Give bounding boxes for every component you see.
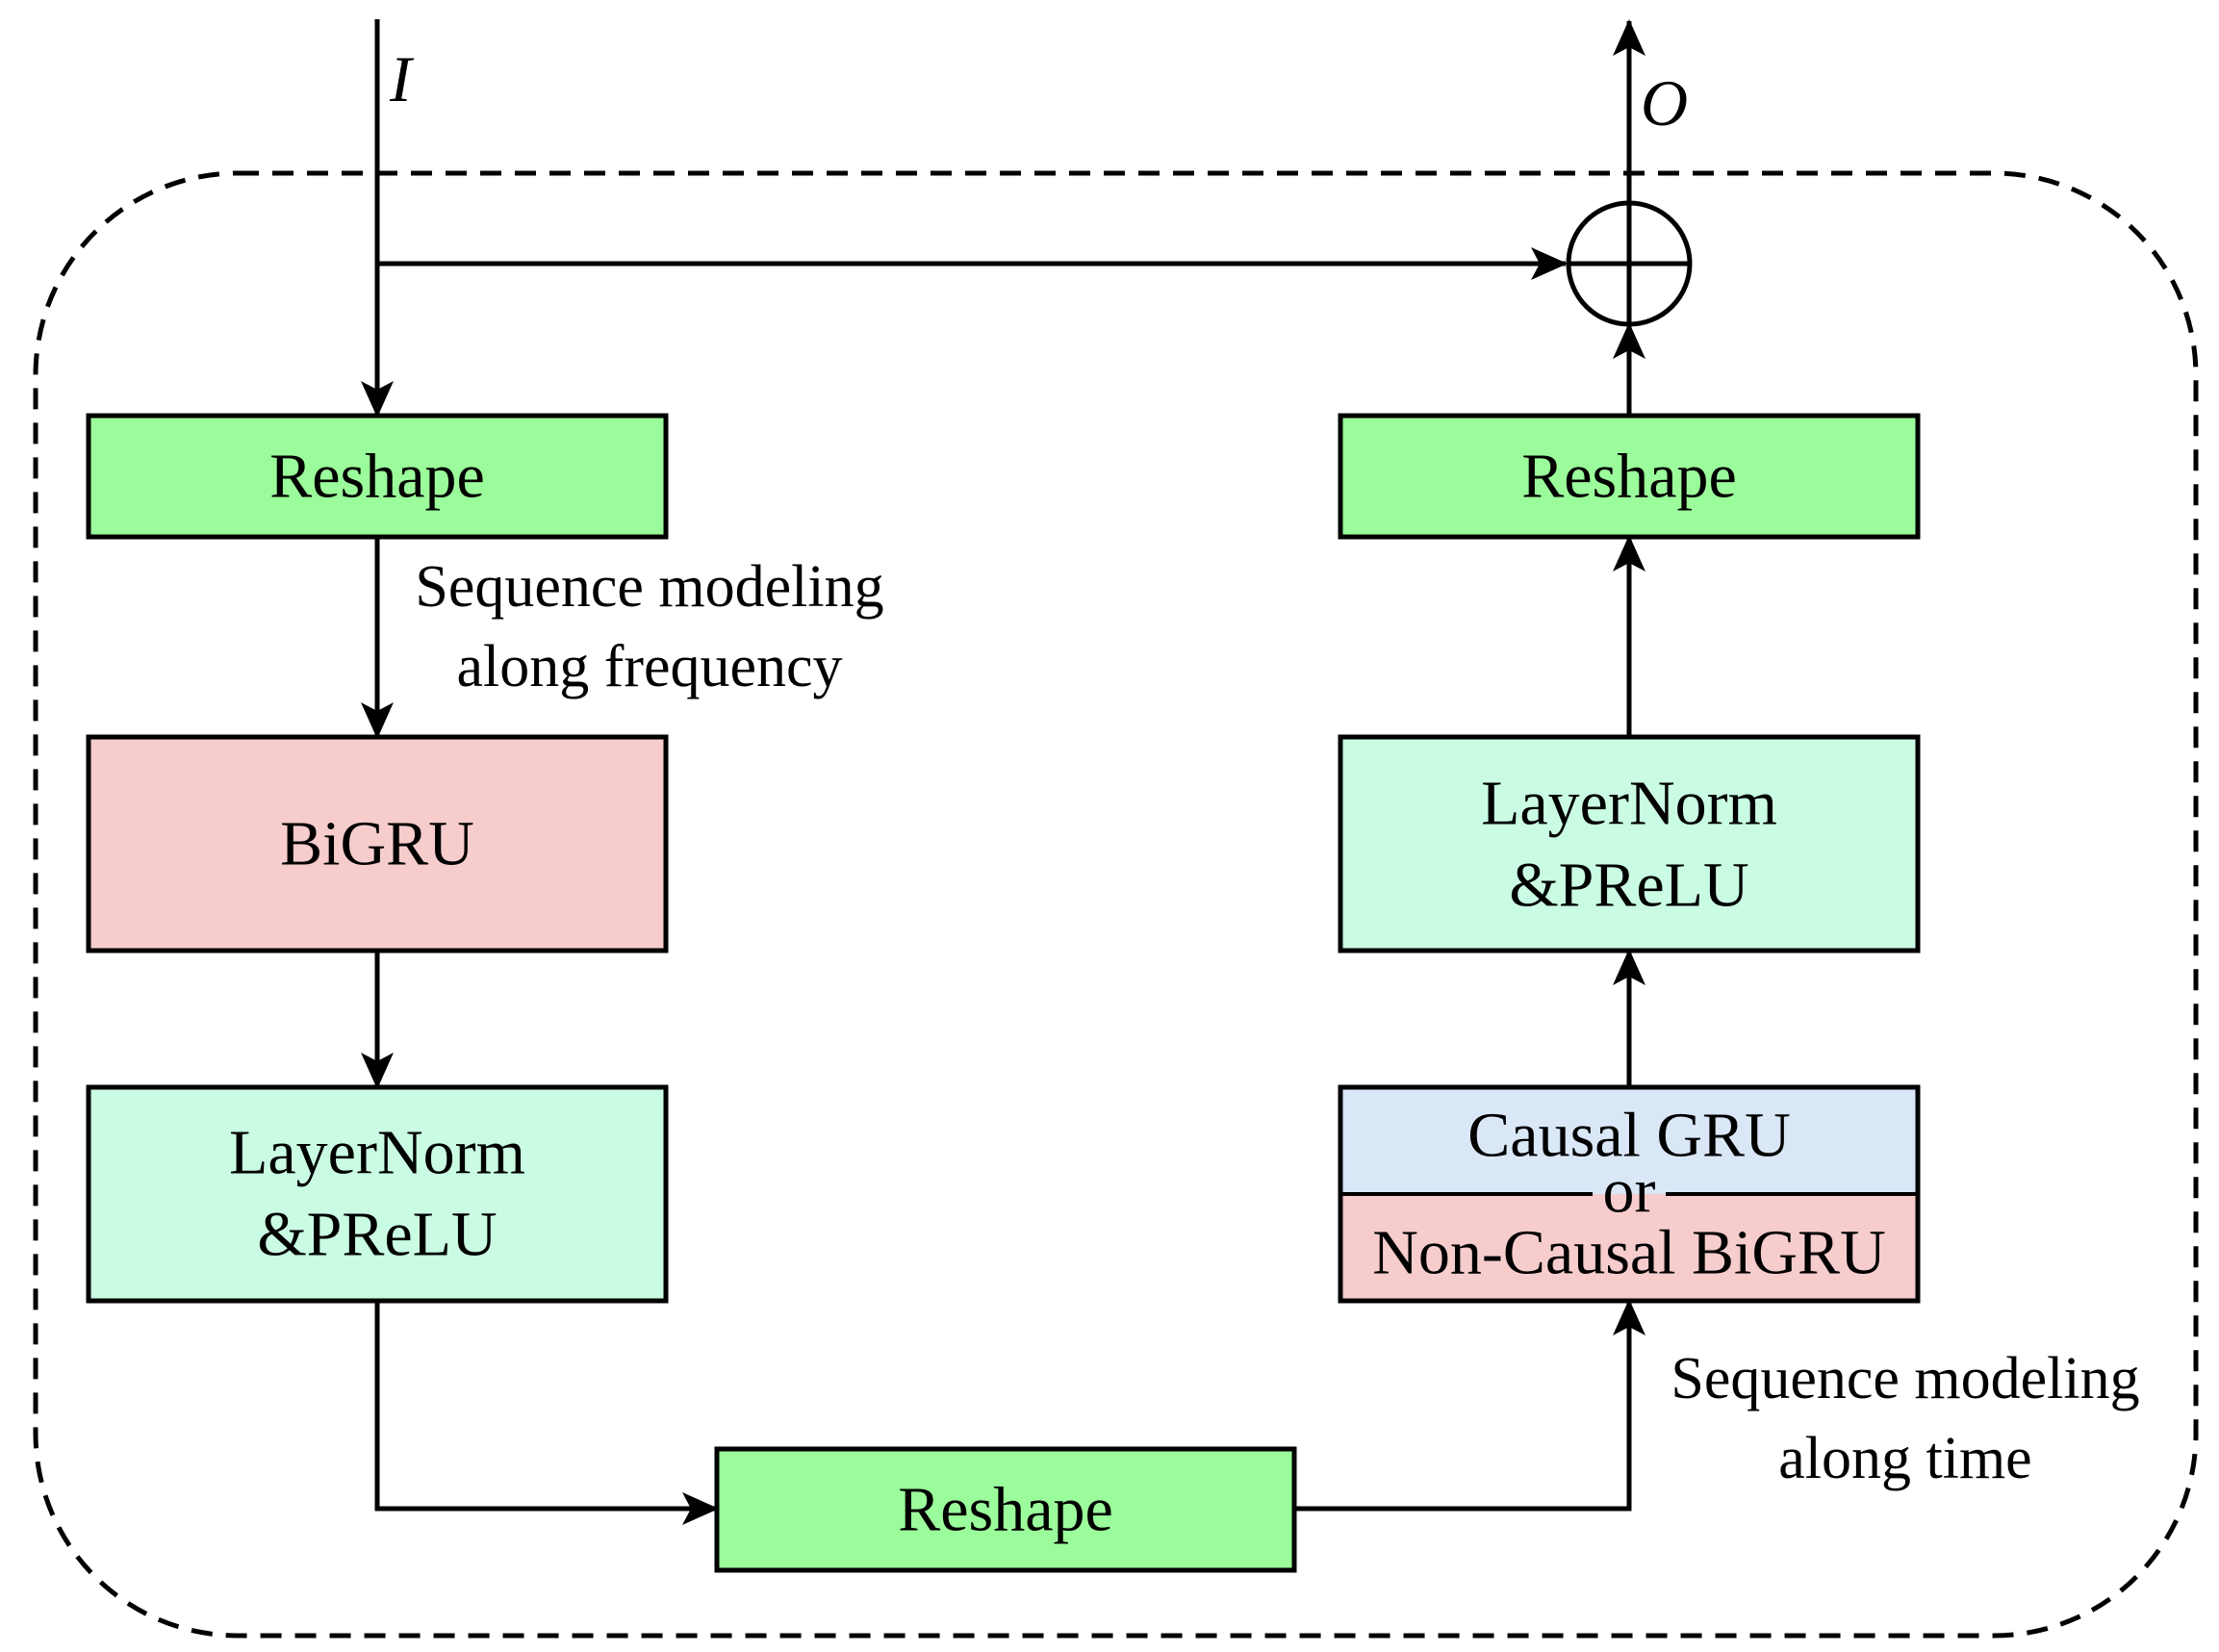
reshape-mid-to-gru-arrow xyxy=(1294,1299,1645,1512)
time-annotation-line2: along time xyxy=(1778,1426,2031,1491)
bigru-label: BiGRU xyxy=(280,809,474,879)
reshape-input-label: Reshape xyxy=(269,442,485,512)
reshape-mid-box xyxy=(714,1446,1297,1573)
time-annotation-line1: Sequence modeling xyxy=(1671,1346,2139,1411)
reshape-output-box xyxy=(1338,413,1921,540)
or-label: or xyxy=(1603,1156,1656,1227)
noncausal-bigru-label: Non-Causal BiGRU xyxy=(1372,1218,1885,1288)
norm-left-box xyxy=(86,1084,669,1304)
causal-gru-label: Causal GRU xyxy=(1467,1101,1790,1171)
norm-left-line1: LayerNorm xyxy=(229,1118,525,1188)
freq-annotation-line1: Sequence modeling xyxy=(415,554,883,620)
sum-node xyxy=(1566,200,1693,327)
output-label: O xyxy=(1641,66,1688,140)
reshape-mid-label: Reshape xyxy=(898,1475,1113,1545)
norm-to-reshape-mid-arrow xyxy=(374,1301,719,1525)
input-label: I xyxy=(389,42,415,115)
norm-right-box xyxy=(1338,734,1921,953)
norm-left-line2: &PReLU xyxy=(257,1200,497,1270)
dashed-container xyxy=(33,170,2199,1639)
bigru-box xyxy=(86,734,669,953)
freq-annotation-line2: along frequency xyxy=(456,634,842,699)
norm-right-line1: LayerNorm xyxy=(1481,769,1777,839)
norm-right-line2: &PReLU xyxy=(1509,851,1748,921)
gru-box xyxy=(1338,1084,1921,1304)
reshape-output-label: Reshape xyxy=(1521,442,1737,512)
